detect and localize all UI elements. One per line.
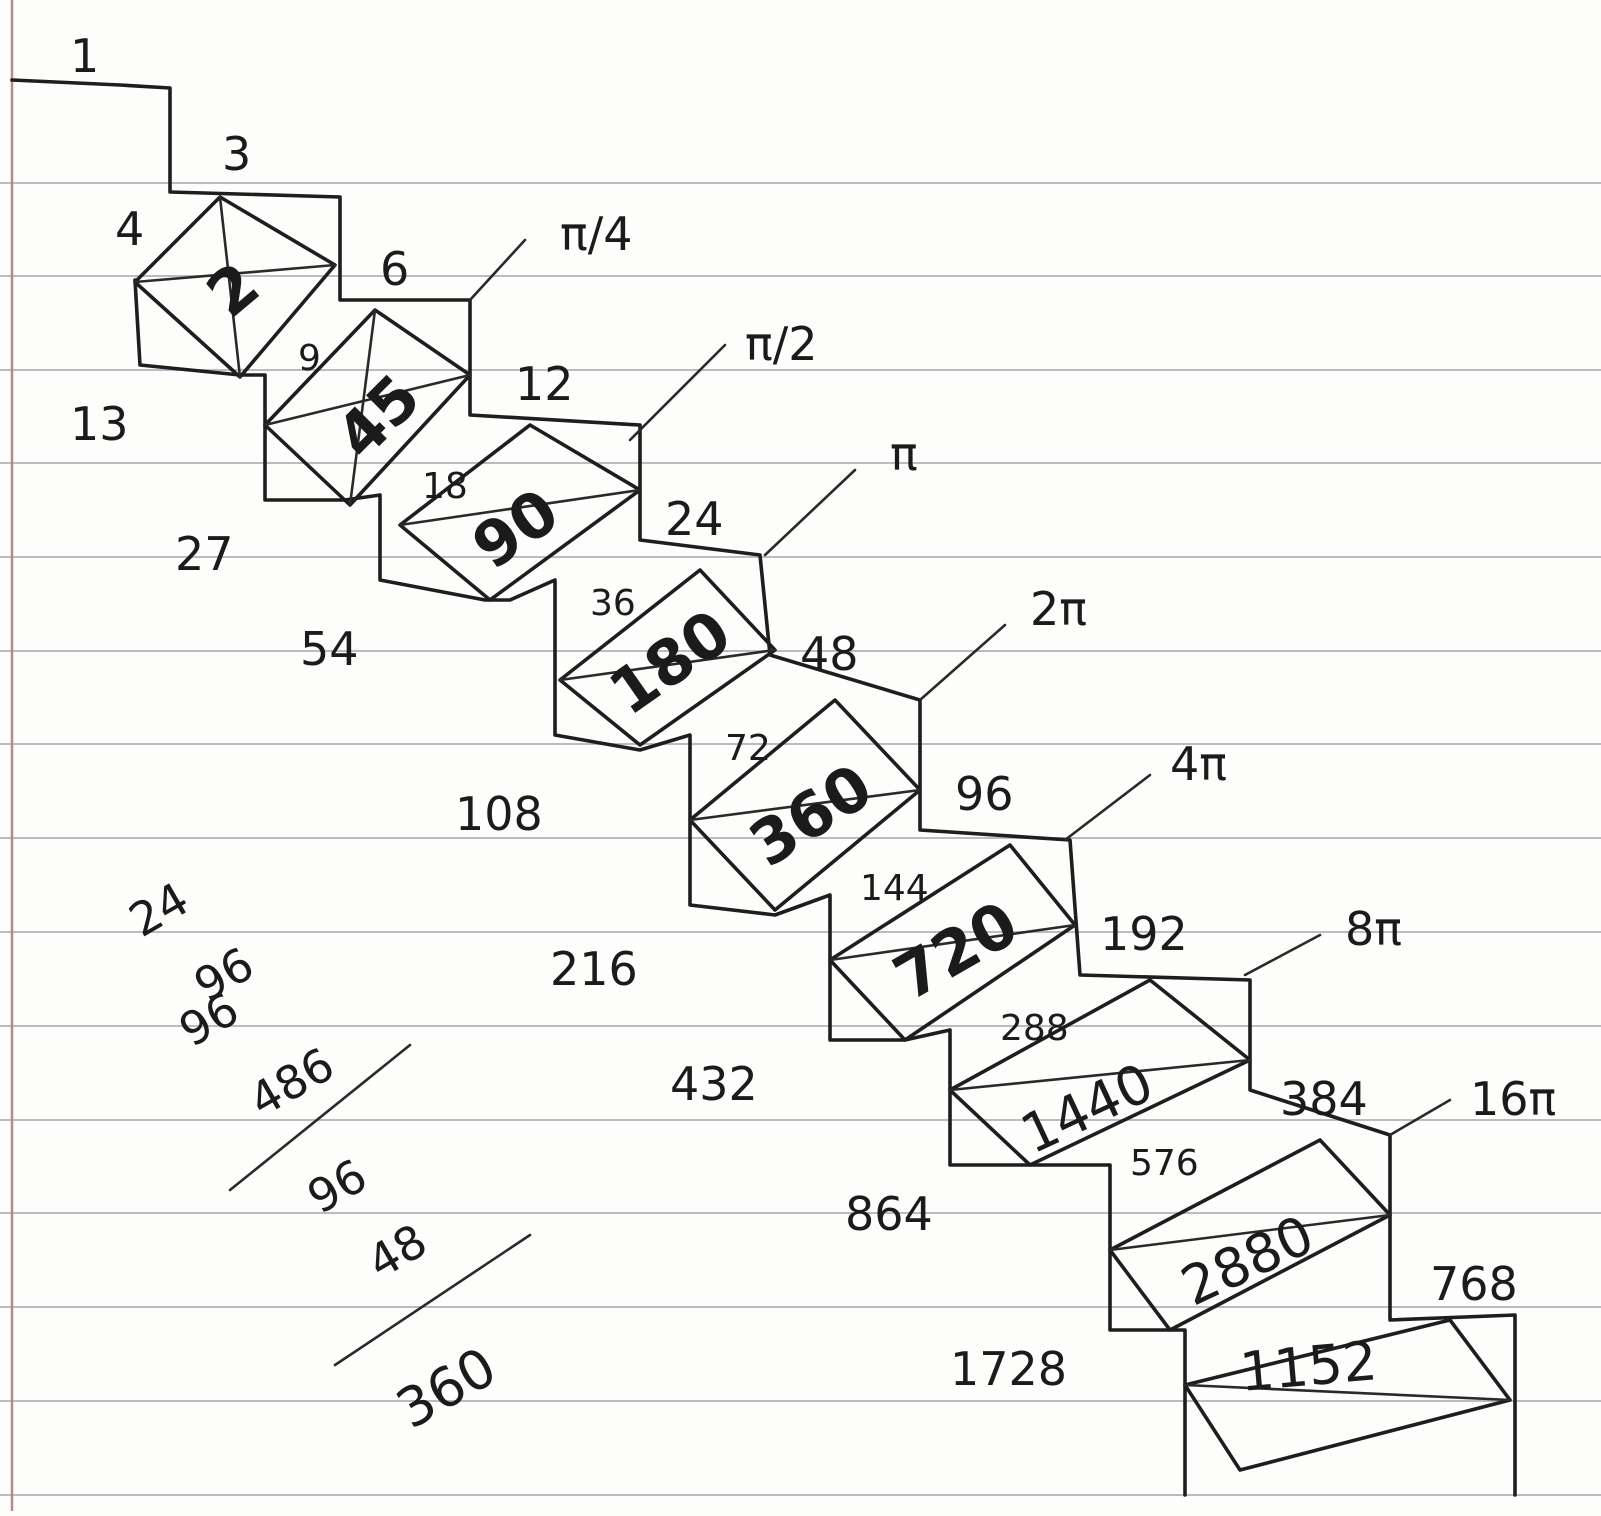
label-top-5: 192 — [1100, 907, 1188, 961]
degree-0: 2 — [193, 248, 273, 332]
label-left-4: 108 — [455, 787, 543, 841]
label-left-0: 4 — [115, 202, 144, 256]
label-inner-6: 576 — [1130, 1143, 1199, 1184]
label-left-2: 27 — [175, 527, 234, 581]
label-top-7: 768 — [1430, 1257, 1518, 1311]
radian-4: 4π — [1170, 737, 1227, 791]
label-top-step: 3 — [222, 127, 251, 181]
degree-8: 1152 — [1237, 1329, 1379, 1404]
label-top-4: 96 — [955, 767, 1014, 821]
degree-2: 90 — [459, 474, 572, 583]
calc-line-5: 48 — [358, 1213, 436, 1289]
label-top-3: 48 — [800, 627, 859, 681]
radian-2: π — [890, 427, 918, 481]
label-inner-3: 72 — [725, 728, 771, 769]
label-left-6: 432 — [670, 1057, 758, 1111]
calc-line-6: 360 — [386, 1335, 507, 1441]
label-inner-2: 36 — [590, 583, 636, 624]
degree-7: 2880 — [1172, 1203, 1323, 1318]
label-inner-4: 144 — [860, 868, 929, 909]
degree-1: 45 — [322, 360, 435, 473]
label-left-1: 13 — [70, 397, 129, 451]
radian-3: 2π — [1030, 582, 1087, 636]
radian-0: π/4 — [560, 207, 632, 261]
label-top-left: 1 — [70, 29, 99, 83]
label-top-2: 24 — [665, 492, 724, 546]
calc-line-0: 24 — [120, 871, 198, 947]
label-top-6: 384 — [1280, 1072, 1368, 1126]
label-left-5: 216 — [550, 942, 638, 996]
degree-4: 360 — [737, 750, 885, 882]
radian-5: 8π — [1345, 902, 1402, 956]
label-left-8: 1728 — [950, 1342, 1067, 1396]
radian-6: 16π — [1470, 1072, 1556, 1126]
label-inner-1: 18 — [422, 466, 468, 507]
calc-line-3: 486 — [240, 1037, 343, 1128]
radian-1: π/2 — [745, 317, 817, 371]
label-left-7: 864 — [845, 1187, 933, 1241]
label-top-1: 12 — [515, 357, 574, 411]
label-left-3: 54 — [300, 622, 359, 676]
label-top-0: 6 — [380, 242, 409, 296]
label-inner-5: 288 — [1000, 1008, 1069, 1049]
label-inner-0: 9 — [298, 338, 321, 379]
